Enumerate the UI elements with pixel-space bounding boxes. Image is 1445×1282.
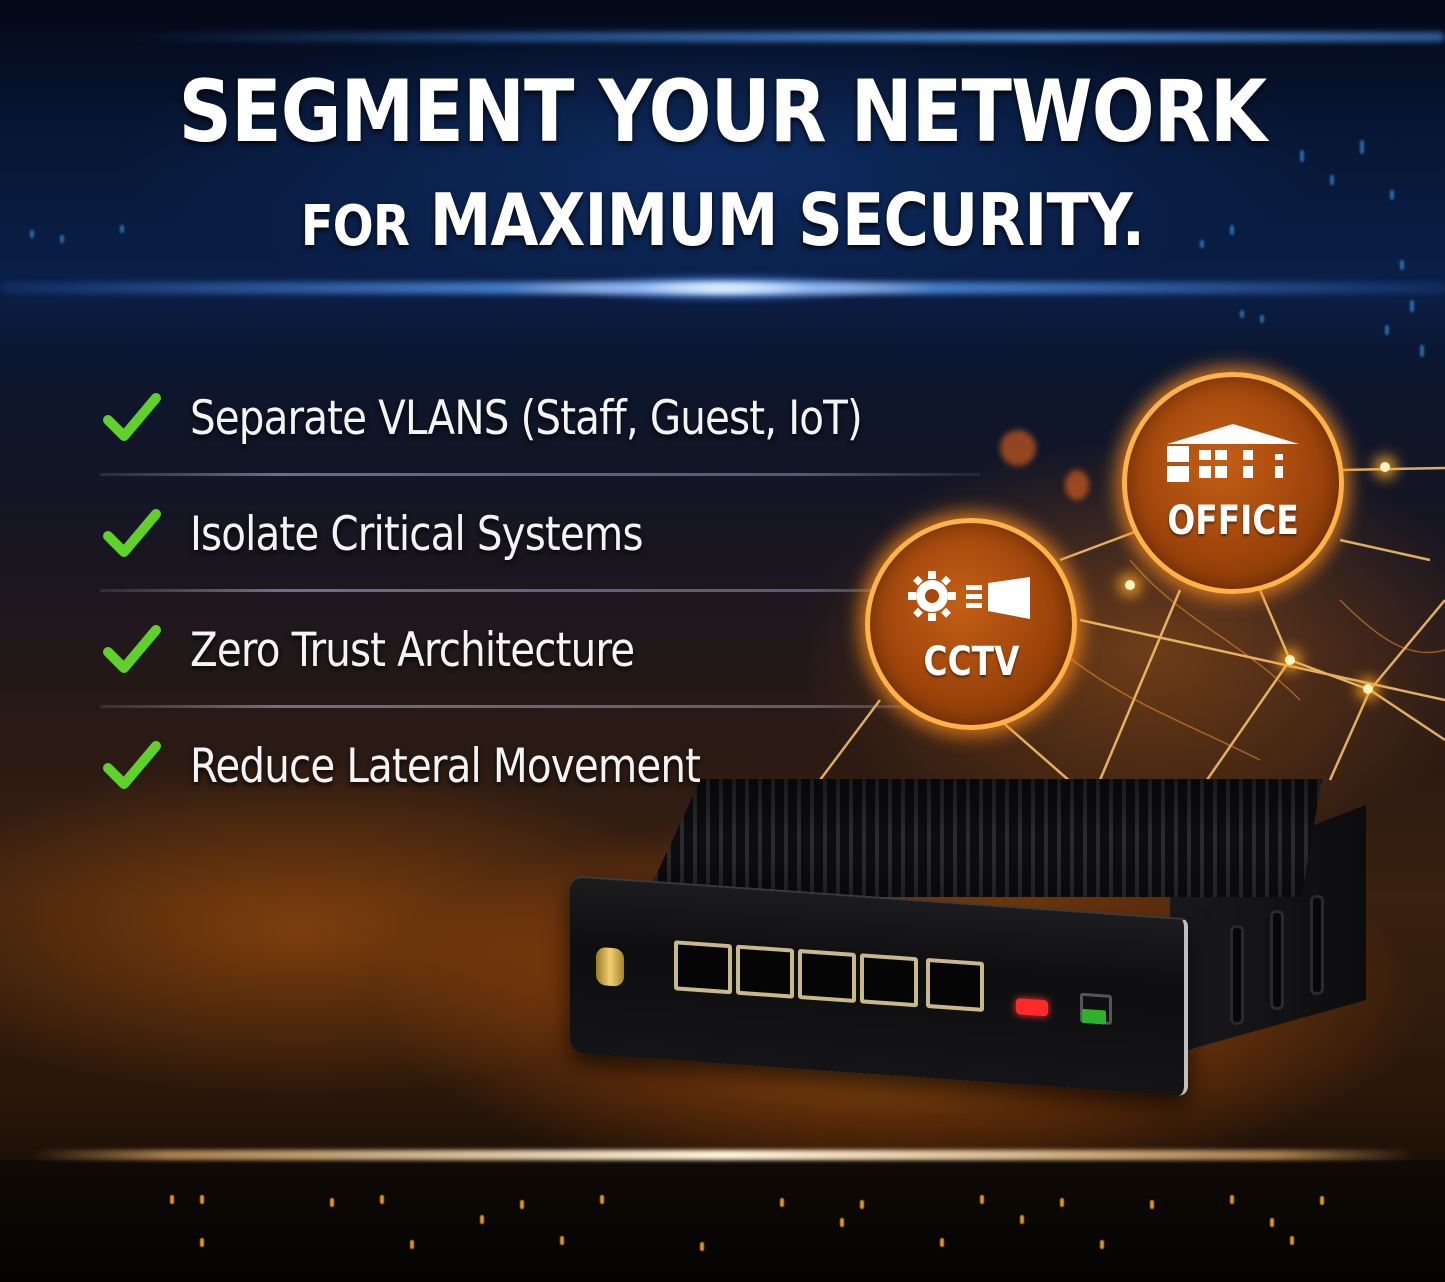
checklist-item-label: Separate VLANS (Staff, Guest, IoT)	[190, 390, 863, 446]
ethernet-port	[926, 957, 984, 1012]
checklist-item: Separate VLANS (Staff, Guest, IoT)	[100, 360, 1000, 476]
network-node-office: OFFICE	[1122, 372, 1344, 594]
ethernet-port	[860, 953, 918, 1008]
network-spark	[1285, 655, 1295, 665]
checklist-item: Isolate Critical Systems	[100, 476, 1000, 592]
heatsink-fins	[645, 779, 1322, 897]
green-checkmark-icon	[103, 509, 161, 557]
green-checkmark-icon	[103, 625, 161, 673]
top-light-streak	[120, 32, 1445, 42]
cctv-camera-icon	[908, 571, 1030, 621]
bokeh-light	[1000, 430, 1036, 466]
bottom-reflection-band	[0, 1160, 1445, 1282]
device-front-panel	[570, 875, 1188, 1097]
checklist-item-label: Reduce Lateral Movement	[190, 738, 701, 794]
ethernet-port	[798, 948, 856, 1003]
green-checkmark-icon	[103, 741, 161, 789]
headline-prefix: FOR	[300, 194, 410, 259]
network-spark	[1363, 684, 1373, 694]
green-checkmark-icon	[103, 393, 161, 441]
building-icon	[1167, 424, 1299, 482]
checklist-item: Reduce Lateral Movement	[100, 708, 1000, 824]
node-label: OFFICE	[1167, 498, 1299, 544]
ethernet-port	[674, 940, 732, 995]
network-node-cctv: CCTV	[865, 518, 1077, 730]
feature-checklist: Separate VLANS (Staff, Guest, IoT) Isola…	[100, 360, 1000, 824]
ethernet-port	[736, 944, 794, 999]
status-led-green	[1082, 1008, 1106, 1025]
headline-line-1: SEGMENT YOUR NETWORK	[178, 62, 1268, 162]
divider	[100, 705, 980, 708]
network-spark	[1380, 462, 1390, 472]
network-spark	[1125, 580, 1135, 590]
horizon-flare	[560, 272, 890, 304]
headline-main: MAXIMUM SECURITY.	[429, 178, 1145, 262]
firewall-appliance	[570, 775, 1380, 1097]
antenna-connector	[596, 946, 624, 987]
node-label: CCTV	[923, 639, 1019, 685]
divider	[100, 473, 980, 476]
header-band	[0, 0, 1445, 290]
power-led-red	[1016, 998, 1048, 1017]
headline-line-2: FOR MAXIMUM SECURITY.	[101, 178, 1344, 262]
checklist-item-label: Zero Trust Architecture	[190, 622, 635, 678]
checklist-item: Zero Trust Architecture	[100, 592, 1000, 708]
heatsink-shade	[645, 779, 1322, 897]
bottom-light-streak	[30, 1150, 1415, 1160]
checklist-item-label: Isolate Critical Systems	[190, 506, 644, 562]
bokeh-light	[1065, 470, 1089, 500]
divider	[100, 589, 980, 592]
